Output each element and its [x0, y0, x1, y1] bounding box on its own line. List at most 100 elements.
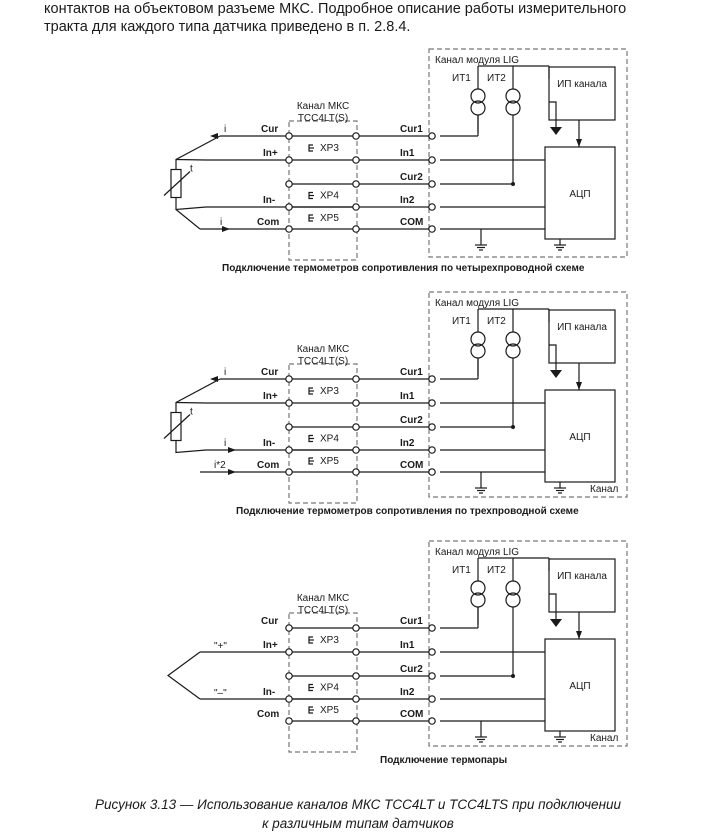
- mks-label: Канал МКС: [297, 101, 349, 112]
- diagram-caption: Подключение термометров сопротивления по…: [236, 506, 579, 517]
- mks-label: Канал МКС: [297, 593, 349, 604]
- terminal: [285, 468, 293, 476]
- terminal: [285, 672, 293, 680]
- arrow-down: [576, 139, 582, 147]
- minus-label: "–": [214, 688, 227, 699]
- power-supply-box: [548, 558, 616, 613]
- lig-terminal-label: Cur1: [400, 124, 423, 135]
- t-label: t: [190, 407, 193, 418]
- i2-label: i*2: [214, 460, 226, 471]
- mks-in-plus-label: In+: [263, 640, 278, 651]
- terminal: [285, 225, 293, 233]
- figure-caption-line-2: к различным типам датчиков: [262, 816, 454, 831]
- i-label: i: [224, 367, 226, 378]
- mks-in-minus-label: In-: [263, 195, 275, 206]
- intro-line-1: контактов на объектовом разъеме МКС. Под…: [44, 1, 627, 17]
- t-label: t: [190, 164, 193, 175]
- lig-terminal-label: In1: [400, 640, 415, 651]
- power-supply-label: ИП канала: [557, 79, 607, 90]
- mks-in-plus-label: In+: [263, 148, 278, 159]
- terminal: [285, 648, 293, 656]
- junction-dot: [511, 674, 515, 678]
- lig-box: [428, 291, 628, 498]
- diagram-caption: Подключение термопары: [380, 755, 507, 766]
- terminal: [428, 423, 436, 431]
- terminal: [285, 203, 293, 211]
- adc-label: АЦП: [569, 681, 590, 692]
- mks-in-minus-label: In-: [263, 687, 275, 698]
- mks-model-label: TCC4LT(S): [298, 113, 348, 124]
- it1-label: ИТ1: [452, 565, 471, 576]
- xp5-label: XP5: [320, 213, 339, 224]
- terminal: [428, 203, 436, 211]
- terminal: [428, 446, 436, 454]
- terminal: [285, 180, 293, 188]
- terminal: [352, 648, 360, 656]
- wire: [175, 135, 221, 170]
- wire: [175, 197, 207, 211]
- terminal: [428, 648, 436, 656]
- wire: [549, 344, 557, 363]
- i-label: i: [224, 124, 226, 135]
- mks-model-label: TCC4LT(S): [298, 605, 348, 616]
- wire: [175, 440, 207, 454]
- lig-terminal-label: Cur2: [400, 172, 423, 183]
- arrow-right: [222, 226, 230, 232]
- terminal: [352, 468, 360, 476]
- xp4-label: XP4: [320, 683, 339, 694]
- terminal: [352, 180, 360, 188]
- it1-label: ИТ1: [452, 73, 471, 84]
- terminal: [352, 717, 360, 725]
- lig-label: Канал модуля LIG: [435, 55, 519, 66]
- terminal: [352, 695, 360, 703]
- lig-box: [428, 540, 628, 747]
- xp3-label: XP3: [320, 635, 339, 646]
- wire: [166, 651, 201, 700]
- xp3-label: XP3: [320, 386, 339, 397]
- mks-model-label: TCC4LT(S): [298, 356, 348, 367]
- lig-terminal-label: In2: [400, 195, 415, 206]
- power-supply-label: ИП канала: [557, 571, 607, 582]
- mks-label: Канал МКС: [297, 344, 349, 355]
- terminal: [352, 399, 360, 407]
- terminal: [285, 446, 293, 454]
- lig-terminal-label: COM: [400, 709, 423, 720]
- lig-terminal-label: In1: [400, 391, 415, 402]
- terminal: [352, 423, 360, 431]
- terminal: [428, 468, 436, 476]
- mks-cur-label: Cur: [261, 124, 278, 135]
- power-supply-box: [548, 66, 616, 121]
- terminal: [285, 423, 293, 431]
- terminal: [285, 132, 293, 140]
- arrow-left: [210, 376, 218, 382]
- xp5-label: XP5: [320, 456, 339, 467]
- mks-in-plus-label: In+: [263, 391, 278, 402]
- arrow-down: [576, 631, 582, 639]
- mks-com-label: Com: [257, 709, 279, 720]
- lig-terminal-label: In2: [400, 438, 415, 449]
- arrow-left: [210, 133, 218, 139]
- mks-com-label: Com: [257, 217, 279, 228]
- mks-cur-label: Cur: [261, 367, 278, 378]
- lig-terminal-label: In2: [400, 687, 415, 698]
- terminal: [428, 399, 436, 407]
- terminal: [352, 446, 360, 454]
- wire: [175, 158, 207, 161]
- terminal: [352, 156, 360, 164]
- lig-terminal-label: Cur1: [400, 367, 423, 378]
- terminal: [428, 695, 436, 703]
- terminal: [428, 132, 436, 140]
- adc-box: [544, 389, 616, 483]
- terminal: [428, 375, 436, 383]
- terminal: [352, 132, 360, 140]
- lig-terminal-label: Cur1: [400, 616, 423, 627]
- it2-label: ИТ2: [487, 316, 506, 327]
- junction-dot: [511, 182, 515, 186]
- xp4-label: XP4: [320, 191, 339, 202]
- xp4-label: XP4: [320, 434, 339, 445]
- lig-terminal-label: Cur2: [400, 664, 423, 675]
- terminal: [285, 156, 293, 164]
